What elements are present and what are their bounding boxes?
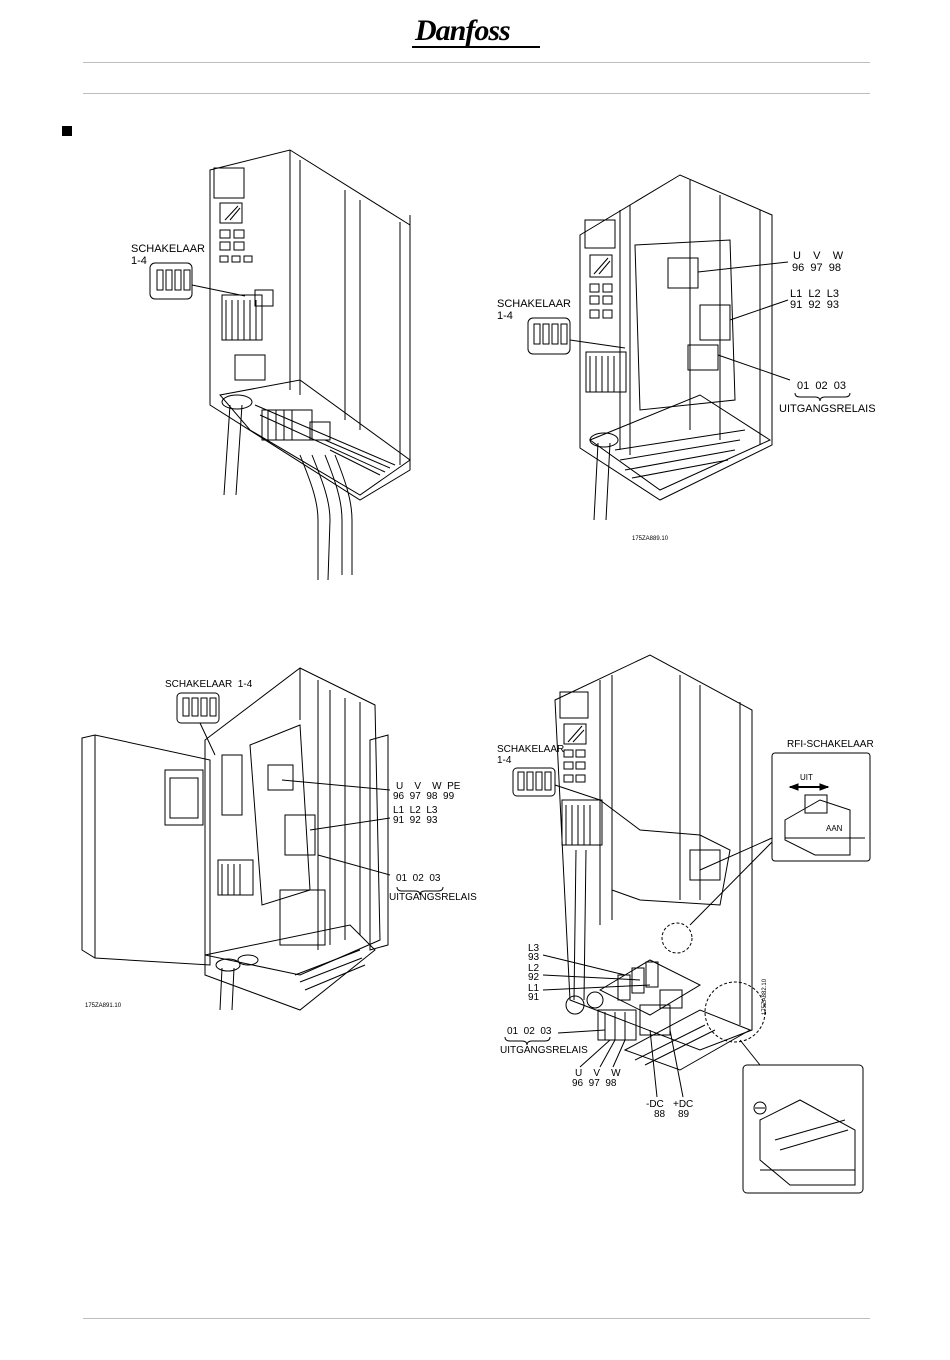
fig2-mains-numbers: 91 92 93 [790,299,839,311]
fig3-motor-numbers: 96 97 98 99 [393,791,455,802]
fig4-92-label: 92 [528,972,540,983]
danfoss-logo: Danfoss [415,14,511,47]
fig4-switch-label: SCHAKELAAR [497,744,565,755]
fig4-switch-range: 1-4 [497,755,512,766]
fig4-dc-minus-number: 88 [654,1109,666,1120]
fig3-switch-label: SCHAKELAAR 1-4 [165,679,253,690]
section-bullet [62,126,72,136]
fig4-rfi-on: AAN [826,824,843,833]
fig4-relay-numbers: 01 02 03 [507,1026,552,1037]
fig4-dc-minus: -DC [646,1099,664,1110]
logo-underline [412,46,540,48]
fig4-rfi-off: UIT [800,773,813,782]
fig2-relay-title: UITGANGSRELAIS [779,403,876,415]
fig2-mains-letters: L1 L2 L3 [790,288,839,300]
fig4-l1-label: L1 [528,983,540,994]
fig4-93-label: 93 [528,952,540,963]
fig4-dc-plus: +DC [673,1099,694,1110]
footer-rule [83,1318,870,1319]
fig4-l2-label: L2 [528,963,540,974]
fig2-switch-range: 1-4 [497,310,513,322]
fig3-motor-letters: U V W PE [396,781,461,792]
fig4-91-label: 91 [528,992,540,1003]
fig2-drawing-code: 175ZA889.10 [632,536,669,542]
fig2-relay-numbers: 01 02 03 [797,380,846,392]
fig4-motor-letters: U V W [575,1068,621,1079]
fig1-switch-range: 1-4 [131,255,147,267]
fig1-switch-label: SCHAKELAAR [131,243,205,255]
fig2-motor-letters: U V W [793,250,844,262]
fig2-switch-label: SCHAKELAAR [497,298,571,310]
fig3-mains-numbers: 91 92 93 [393,815,438,826]
fig4-rfi-title: RFI-SCHAKELAAR [787,739,874,750]
header-rule-top [83,62,870,63]
fig3-relay-title: UITGANGSRELAIS [389,892,477,903]
header-rule-bottom [83,93,870,94]
fig2-motor-numbers: 96 97 98 [792,262,841,274]
fig3-mains-letters: L1 L2 L3 [393,805,438,816]
fig4-motor-numbers: 96 97 98 [572,1078,617,1089]
fig4-relay-title: UITGANGSRELAIS [500,1045,588,1056]
fig4-dc-plus-number: 89 [678,1109,690,1120]
fig4-l3-label: L3 [528,943,540,954]
fig3-drawing-code: 175ZA891.10 [85,1003,122,1009]
fig4-drawing-code: 175ZA882.10 [762,978,768,1015]
fig3-relay-numbers: 01 02 03 [396,873,441,884]
